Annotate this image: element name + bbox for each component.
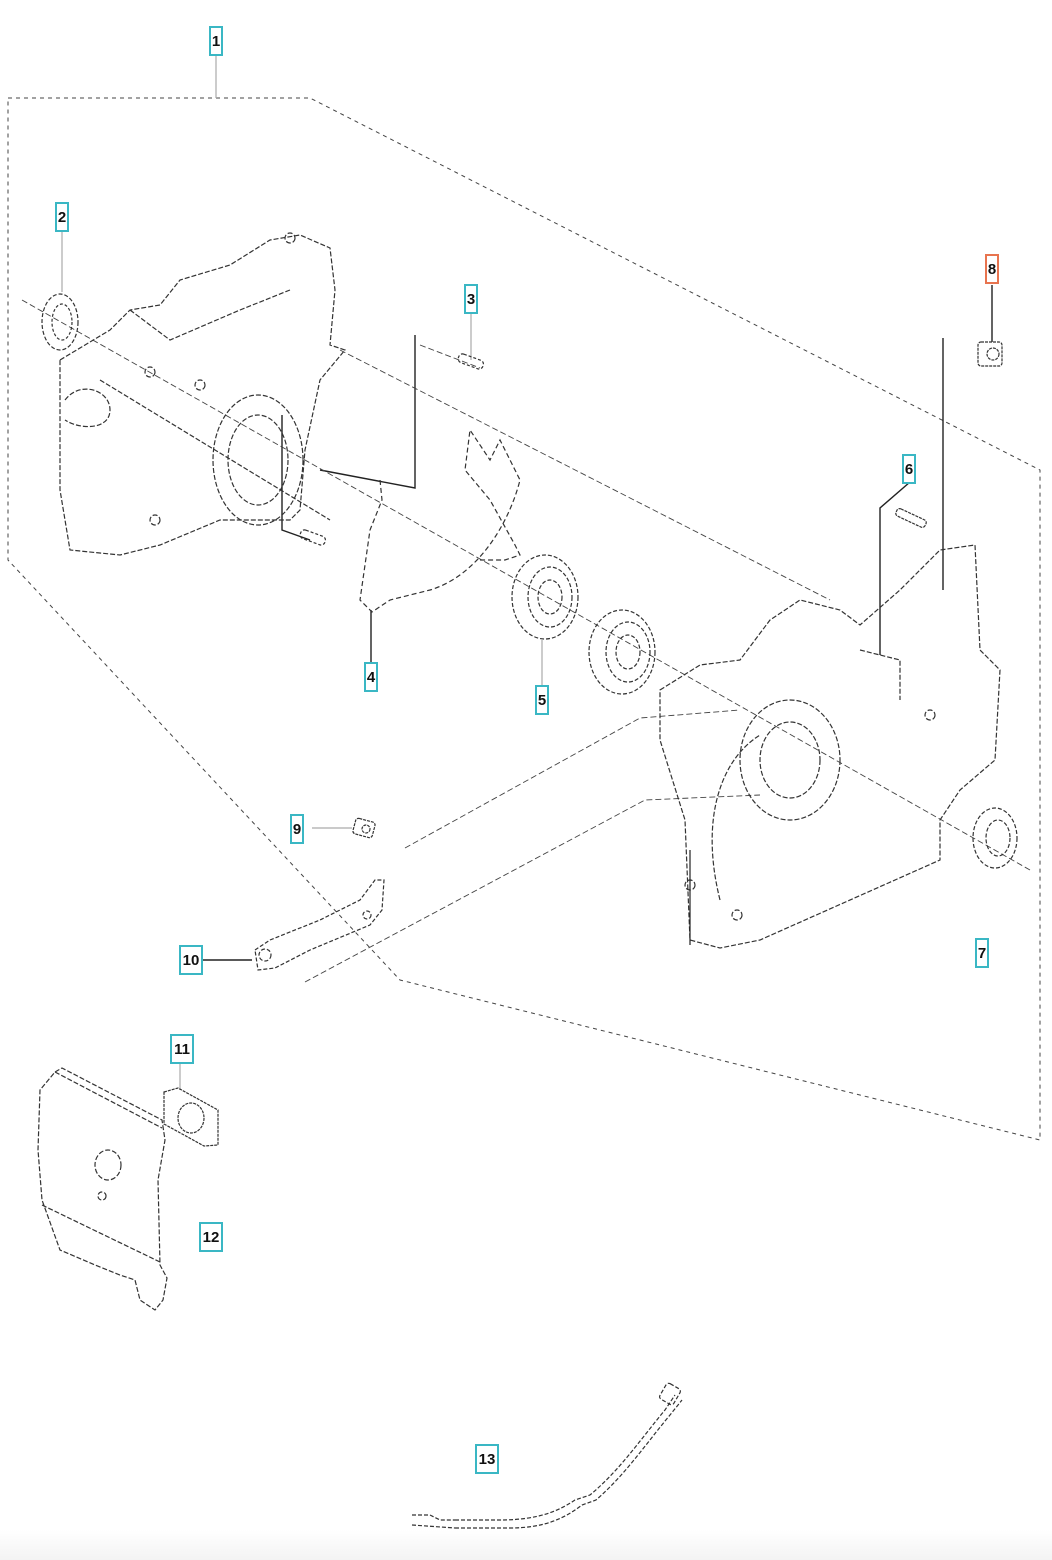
callout-7[interactable]: 7 xyxy=(975,938,989,968)
callout-5[interactable]: 5 xyxy=(535,685,549,715)
callout-12[interactable]: 12 xyxy=(199,1222,223,1252)
screw xyxy=(895,507,927,529)
nut-8 xyxy=(977,341,1003,367)
assembly-boundary xyxy=(7,97,1041,1141)
dark-leader-lines xyxy=(203,285,993,961)
callout-4[interactable]: 4 xyxy=(364,662,378,692)
seal-ring-right xyxy=(972,807,1018,869)
callout-2[interactable]: 2 xyxy=(55,202,69,232)
gasket xyxy=(359,428,521,613)
left-crankcase-half xyxy=(59,232,347,556)
callout-13[interactable]: 13 xyxy=(475,1444,499,1474)
ball-bearing xyxy=(511,554,656,695)
leader-lines xyxy=(61,56,543,1090)
callout-10[interactable]: 10 xyxy=(179,945,203,975)
callout-3[interactable]: 3 xyxy=(464,284,478,314)
callout-11[interactable]: 11 xyxy=(170,1034,194,1064)
bracket xyxy=(254,879,385,971)
callout-6[interactable]: 6 xyxy=(902,454,916,484)
axis-lines xyxy=(21,299,1031,983)
footer-strip xyxy=(0,1530,1052,1560)
nut-9 xyxy=(352,817,376,839)
guide-pin xyxy=(299,353,485,546)
callout-8[interactable]: 8 xyxy=(985,254,999,284)
rubber-grommet xyxy=(163,1087,219,1147)
seal-ring-left xyxy=(41,293,79,351)
callout-1[interactable]: 1 xyxy=(209,26,223,56)
right-crankcase-half xyxy=(659,544,1001,949)
callout-9[interactable]: 9 xyxy=(290,814,304,844)
cover-plate xyxy=(37,1067,168,1311)
fuel-hose xyxy=(411,1382,683,1529)
